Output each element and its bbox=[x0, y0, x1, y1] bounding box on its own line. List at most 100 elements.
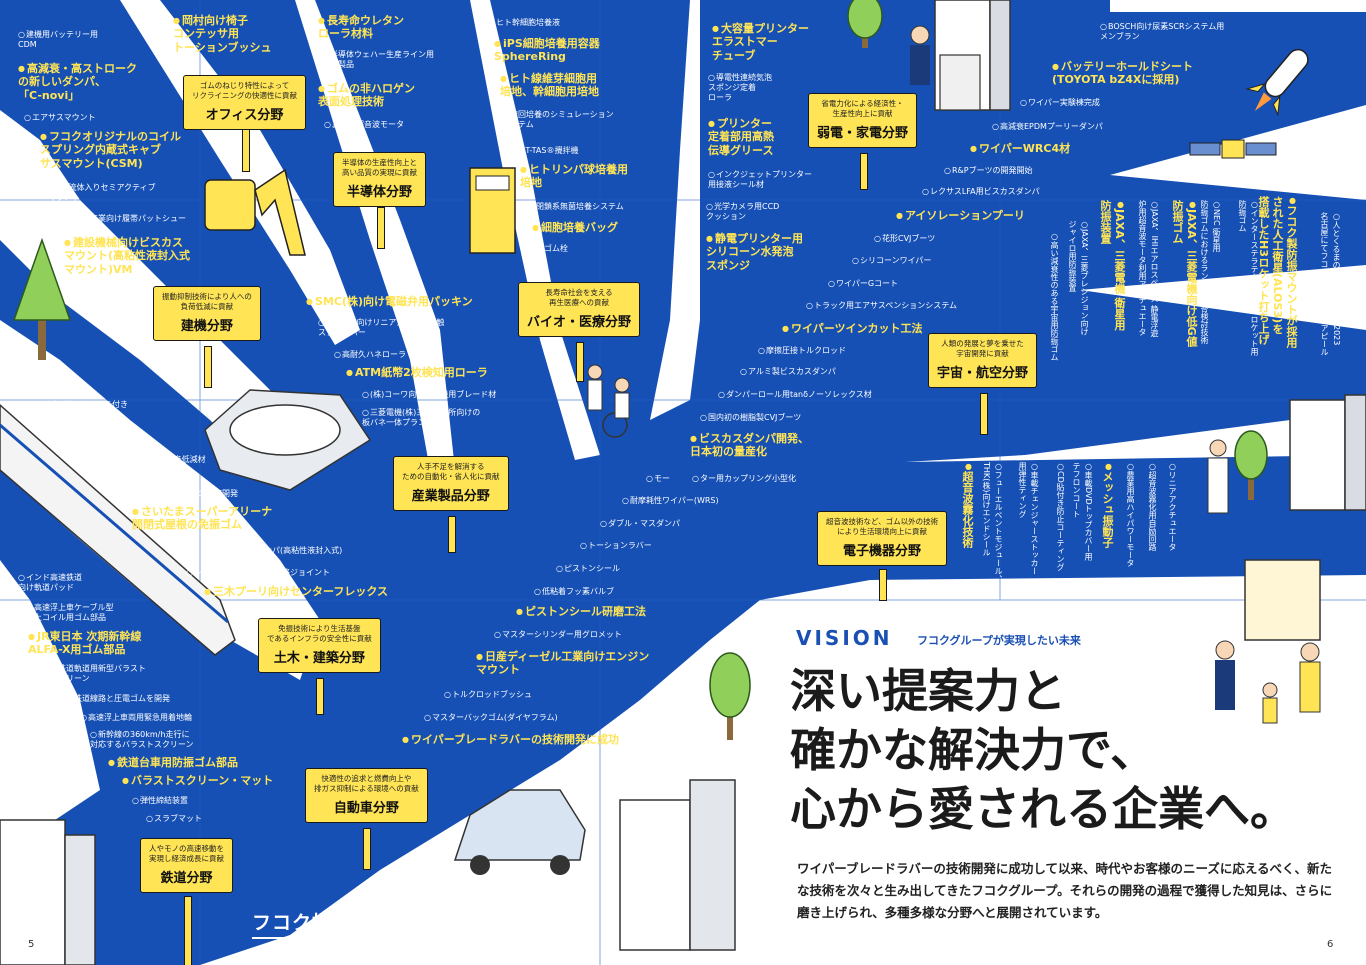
field-desc: 宇宙開発に貢献 bbox=[956, 349, 1009, 359]
field-desc: 人手不足を解消する bbox=[417, 462, 485, 471]
milestone-note: 国内初の樹脂製CVJブーツ bbox=[700, 413, 801, 423]
milestone-highlight: ATM紙幣2枚検知用ローラ bbox=[346, 366, 488, 379]
milestone-note: CD貼付き防止コーティング bbox=[1054, 462, 1066, 571]
building-illustration-right bbox=[1244, 394, 1366, 641]
milestone-note: 低粘着フッ素バルブ bbox=[534, 587, 614, 597]
office-worker-illustration bbox=[910, 25, 981, 111]
page-number-left: 5 bbox=[28, 939, 35, 950]
milestone-note: 高い減衰性のある宇宙用防振ゴム bbox=[1048, 232, 1060, 361]
milestone-note: 土木研究所と弾性舗装の研究開発 bbox=[110, 489, 238, 499]
tree-illustration-left bbox=[12, 237, 72, 360]
field-name: 弱電・家電分野 bbox=[817, 126, 909, 142]
milestone-note: マスターバックゴム(ダイヤフラム) bbox=[424, 713, 558, 723]
field-desc: 生産性向上に貢献 bbox=[832, 109, 893, 119]
field-sign-electronics: 省電力化による経済性・ 生産性向上に貢献 弱電・家電分野 bbox=[808, 93, 918, 190]
tree-illustration-right bbox=[1234, 430, 1268, 500]
milestone-note: 耐摩耗性ワイパー(WRS) bbox=[622, 496, 719, 506]
milestone-highlight: バッテリーホールドシート(TOYOTA bZ4Xに採用) bbox=[1052, 60, 1193, 87]
field-desc: 振動抑制技術により人への bbox=[162, 292, 252, 301]
milestone-note: (株)コーワ向け掃除機用ブレード材 bbox=[362, 390, 496, 400]
field-desc: 実現し経済成長に貢献 bbox=[149, 854, 224, 864]
milestone-note: ダンパーロール用tanδノーソレックス材 bbox=[718, 390, 872, 400]
satellite-illustration bbox=[1189, 139, 1277, 159]
arena-illustration bbox=[204, 389, 372, 491]
milestone-note: リニアアクチュエータ bbox=[1166, 462, 1178, 551]
milestone-note: フューエルベントモジュール、THK(株)向けエンドシール bbox=[980, 462, 1004, 583]
field-desc: 人類の発展と夢を乗せた bbox=[941, 339, 1024, 348]
field-desc: 快適性の追求と燃費向上や bbox=[321, 774, 412, 783]
milestone-note: 高耐久ハネローラ bbox=[334, 350, 406, 360]
field-name: オフィス分野 bbox=[205, 108, 284, 124]
field-desc: 人やモノの高速移動を bbox=[149, 844, 224, 853]
field-desc: により生活環境向上に貢献 bbox=[837, 527, 927, 537]
milestone-note: ワイパーGコート bbox=[828, 279, 898, 289]
atm-illustration bbox=[469, 167, 516, 254]
milestone-highlight: 三木プーリ向けセンターフレックス bbox=[204, 585, 388, 598]
milestone-note: ヒト幹細胞培養液 bbox=[488, 18, 560, 28]
page-number-right: 6 bbox=[1327, 939, 1334, 950]
milestone-note: ピストンシール bbox=[556, 564, 620, 574]
tree-illustration-top bbox=[847, 0, 883, 48]
family-illustration bbox=[1215, 640, 1321, 724]
rocket-illustration bbox=[1245, 48, 1309, 117]
field-desc: 超音波技術など、ゴム以外の技術 bbox=[826, 517, 939, 526]
milestone-note: 真空用超音波モータ bbox=[324, 120, 404, 130]
milestone-highlight: ワイパーブレードラバーの技術開発に成功 bbox=[402, 733, 619, 746]
field-sign-office: ゴムのねじり特性によって リクライニングの快適性に貢献 オフィス分野 bbox=[183, 75, 306, 172]
field-desc: 高い品質の実現に貢献 bbox=[342, 168, 417, 178]
milestone-highlight: SMC(株)向け電磁弁用パッキン bbox=[306, 295, 473, 308]
vision-headline: 深い提案力と 確かな解決力で、 心から愛される企業へ。 bbox=[790, 662, 1296, 839]
vision-label: VISION bbox=[796, 626, 893, 650]
headline-line: 心から愛される企業へ。 bbox=[790, 782, 1296, 836]
milestone-note: ワイパー実験棟完成 bbox=[1020, 98, 1100, 108]
milestone-note: 摩擦圧接トルクロッド bbox=[758, 346, 846, 356]
field-sign-automobile: 快適性の追求と燃費向上や 排ガス抑制による環境への貢献 自動車分野 bbox=[305, 768, 428, 870]
field-name: 電子機器分野 bbox=[843, 544, 922, 560]
milestone-highlight: 細胞培養バッグ bbox=[532, 221, 618, 234]
milestone-note: ショーボンド建設向け道路ジョイント bbox=[186, 568, 330, 578]
train-illustration bbox=[0, 403, 236, 656]
field-sign-industrial: 人手不足を解消する ための自動化・省人化に貢献 産業製品分野 bbox=[393, 456, 509, 553]
woman-illustration bbox=[1207, 439, 1229, 514]
milestone-highlight: ビスカスダンパ開発、日本初の量産化 bbox=[690, 432, 809, 459]
field-sign-electronic-devices: 超音波技術など、ゴム以外の技術 により生活環境向上に貢献 電子機器分野 bbox=[817, 511, 948, 601]
tree-illustration-mid bbox=[709, 652, 751, 740]
milestone-note: トーションラバー bbox=[580, 541, 652, 551]
field-desc: 再生医療への貢献 bbox=[549, 298, 609, 308]
field-desc: 排ガス抑制による環境への貢献 bbox=[314, 784, 419, 794]
milestone-note: トルクロッドブッシュ bbox=[444, 690, 532, 700]
field-name: 産業製品分野 bbox=[411, 489, 490, 505]
field-name: バイオ・医療分野 bbox=[527, 315, 632, 331]
field-sign-railway: 人やモノの高速移動を 実現し経済成長に貢献 鉄道分野 bbox=[140, 838, 233, 965]
milestone-note: シリコーンワイパー bbox=[852, 256, 931, 266]
milestone-highlight: ワイパーツインカット工法 bbox=[782, 322, 923, 335]
milestone-note: ダブル・マスダンパ bbox=[600, 519, 680, 529]
milestone-note: 閉鎖系無菌培養システム bbox=[528, 202, 624, 212]
field-desc: 免振技術により生活基盤 bbox=[278, 624, 361, 633]
field-sign-space: 人類の発展と夢を乗せた 宇宙開発に貢献 宇宙・航空分野 bbox=[928, 333, 1038, 435]
milestone-highlight: フコク製防振マウントが採用された人工衛星(ALOS3)を搭載したH3ロケット打ち… bbox=[1256, 196, 1299, 348]
field-desc: 長寿命社会を支える bbox=[545, 288, 613, 297]
milestone-note: アルミ製ビスカスダンパ bbox=[740, 367, 836, 377]
milestone-highlight: 鉄道台車用防振ゴム部品 bbox=[108, 756, 238, 769]
